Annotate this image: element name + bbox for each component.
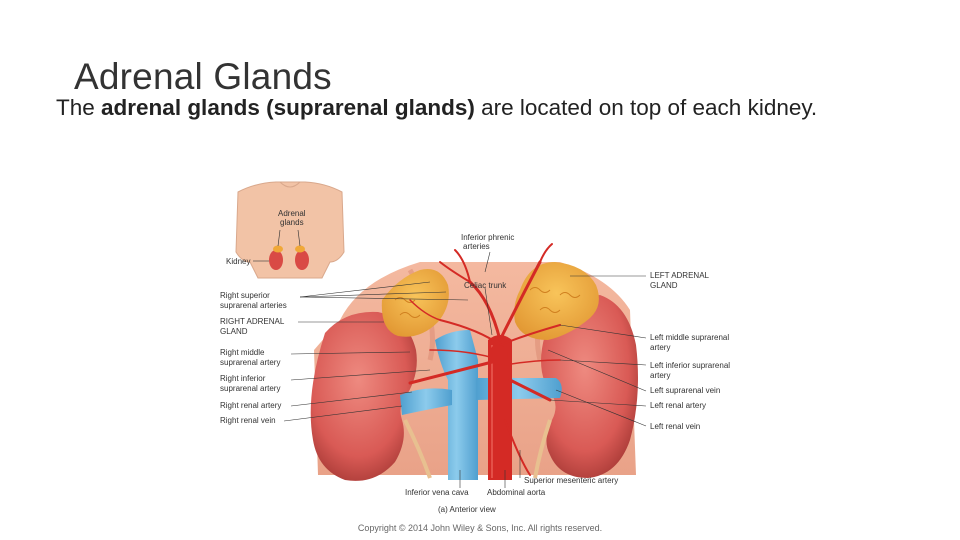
copyright-notice: Copyright © 2014 John Wiley & Sons, Inc.… <box>0 523 960 533</box>
label-left-middle-2: artery <box>650 343 670 352</box>
label-left-inferior-1: Left inferior suprarenal <box>650 361 730 370</box>
inset-right-kidney <box>269 250 283 270</box>
label-right-middle-1: Right middle <box>220 348 265 357</box>
label-left-adrenal-2: GLAND <box>650 281 678 290</box>
inset-right-adrenal <box>273 246 283 253</box>
label-right-middle-2: suprarenal artery <box>220 358 280 367</box>
label-right-inferior-2: suprarenal artery <box>220 384 280 393</box>
label-inferior-phrenic-1: Inferior phrenic <box>461 233 514 242</box>
label-right-renal-vein: Right renal vein <box>220 416 276 425</box>
inset-label-kidney: Kidney <box>226 257 250 266</box>
label-inferior-phrenic-2: arteries <box>463 242 490 251</box>
label-right-superior-2: suprarenal arteries <box>220 301 287 310</box>
inset-label-adrenal-1: Adrenal <box>278 209 306 218</box>
label-inferior-vena-cava: Inferior vena cava <box>405 488 469 497</box>
label-left-renal-artery: Left renal artery <box>650 401 706 410</box>
label-right-adrenal-1: RIGHT ADRENAL <box>220 317 285 326</box>
label-celiac-trunk: Celiac trunk <box>464 281 507 290</box>
label-right-renal-artery: Right renal artery <box>220 401 281 410</box>
label-left-adrenal-1: LEFT ADRENAL <box>650 271 710 280</box>
figure-caption: (a) Anterior view <box>438 505 496 514</box>
inset-left-kidney <box>295 250 309 270</box>
label-right-adrenal-2: GLAND <box>220 327 248 336</box>
inset-left-adrenal <box>295 246 305 253</box>
label-left-inferior-2: artery <box>650 371 670 380</box>
label-left-middle-1: Left middle suprarenal <box>650 333 729 342</box>
label-abdominal-aorta: Abdominal aorta <box>487 488 546 497</box>
main-illustration <box>311 244 638 481</box>
label-superior-mesenteric: Superior mesenteric artery <box>524 476 618 485</box>
label-right-inferior-1: Right inferior <box>220 374 266 383</box>
torso-inset: Adrenal glands Kidney <box>226 182 344 278</box>
label-left-renal-vein: Left renal vein <box>650 422 700 431</box>
inset-label-adrenal-2: glands <box>280 218 304 227</box>
label-right-superior-1: Right superior <box>220 291 270 300</box>
label-left-suprarenal-vein: Left suprarenal vein <box>650 386 720 395</box>
